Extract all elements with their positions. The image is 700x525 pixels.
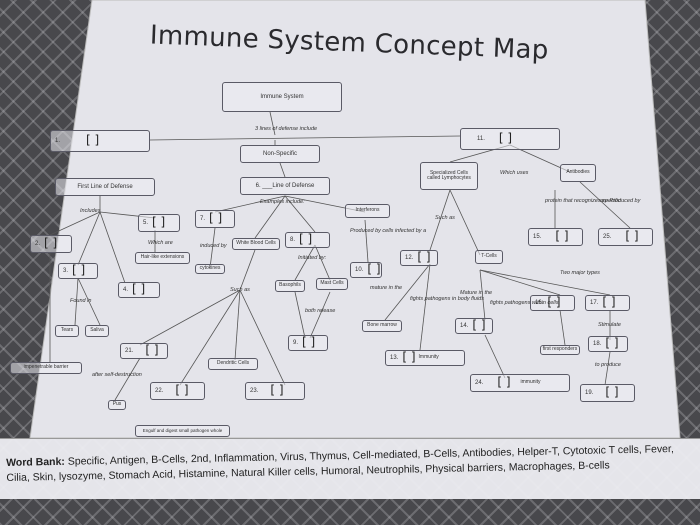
node-saliva: Saliva (85, 325, 109, 337)
label-examples-include: Examples include: (260, 199, 305, 205)
node-white-blood-cells: White Blood Cells (232, 238, 280, 250)
blank-3[interactable]: 3.[ ] (58, 263, 98, 279)
blank-15b[interactable]: 16.[ ] (530, 295, 575, 311)
node-cytokines: cytokines (195, 264, 225, 274)
blank-8[interactable]: 8.[ ] (285, 232, 330, 248)
node-first-responders: first responders (540, 345, 580, 355)
node-impenetrable: impenetrable barrier (10, 362, 82, 374)
label-fights-pathogens-in: fights pathogens in body fluids (410, 296, 484, 302)
blank-24[interactable]: 24.[ ]immunity (470, 374, 570, 392)
label-such-as-2: Such as (435, 215, 455, 221)
blank-9[interactable]: 9.[ ] (288, 335, 328, 351)
blank-18[interactable]: 19.[ ] (580, 384, 635, 402)
blank-10[interactable]: 10.[ ] (350, 262, 382, 278)
node-second-line: 6. ___Line of Defense (240, 177, 330, 195)
label-which-uses: Which uses (500, 170, 529, 176)
blank-14[interactable]: 14.[ ] (455, 318, 493, 334)
node-mast-cells: Mast Cells (316, 278, 348, 290)
blank-16[interactable]: 17.[ ] (585, 295, 630, 311)
blank-2[interactable]: 2.[ ] (30, 235, 72, 253)
label-such-as: Such as (230, 287, 250, 293)
label-mature-in-the: Mature in the (460, 290, 493, 296)
node-hair-like: Hair-like extensions (135, 252, 190, 264)
blank-25[interactable]: 25.[ ] (598, 228, 653, 246)
label-mature-in: mature in the (370, 285, 403, 291)
node-dendritic: Dendritic Cells (208, 358, 258, 370)
node-engulf: Engulf and digest small pathogen whole (135, 425, 230, 437)
node-tears: Tears (55, 325, 79, 337)
node-t-cells: T-Cells (475, 250, 503, 264)
node-non-specific: Non-Specific (240, 145, 320, 163)
blank-17[interactable]: 18.[ ] (588, 336, 628, 352)
blank-11[interactable]: 11.[ ] (460, 128, 560, 150)
blank-4[interactable]: 4.[ ] (118, 282, 160, 298)
blank-20[interactable]: 21.[ ] (120, 343, 168, 359)
label-which-are: Which are (148, 240, 173, 246)
blank-5[interactable]: 5.[ ] (138, 214, 180, 232)
blank-1[interactable]: 1.[ ] (50, 130, 150, 152)
node-bone-marrow: Bone marrow (362, 320, 402, 332)
label-includes: Includes (80, 208, 101, 214)
label-are-produced-by: are Produced by (600, 198, 641, 204)
label-after-self-destruction: after self-destruction (92, 372, 142, 378)
node-basophils: Basophils (275, 280, 305, 292)
word-bank-label: Word Bank: (6, 455, 65, 469)
label-two-major-types: Two major types (560, 270, 600, 276)
node-interferons: Interferons (345, 204, 390, 218)
label-found-in: Found in (70, 298, 92, 304)
node-first-line: First Line of Defense (55, 178, 155, 196)
label-fights-pathogens-within: fights pathogens within cells (490, 300, 559, 306)
node-specialized-cells: Specialized Cells called Lymphocytes (420, 162, 478, 190)
label-protein-that: protein that recognizes specific (545, 198, 621, 204)
blank-21[interactable]: 22.[ ] (150, 382, 205, 400)
blank-15[interactable]: 15.[ ] (528, 228, 583, 246)
label-stimulate: Stimulate (598, 322, 621, 328)
blank-7[interactable]: 7.[ ] (195, 210, 235, 228)
word-bank-panel (0, 438, 700, 499)
label-induced-by: induced by (200, 243, 227, 249)
node-pus: Pus (108, 400, 126, 410)
node-immune-system: Immune System (222, 82, 342, 112)
label-lines-of-defense: 3 lines of defense include (255, 126, 318, 132)
blank-22[interactable]: 23.[ ] (245, 382, 305, 400)
label-to-produce: to produce (595, 362, 621, 368)
label-produced-by: Produced by cells infected by a (350, 228, 427, 234)
label-initiated-by: Initiated by: (298, 255, 327, 261)
blank-12[interactable]: 12.[ ] (400, 250, 438, 266)
blank-13[interactable]: 13.[ ]Immunity (385, 350, 465, 366)
node-antibodies: Antibodies (560, 164, 596, 182)
label-both-release: both release (305, 308, 336, 314)
